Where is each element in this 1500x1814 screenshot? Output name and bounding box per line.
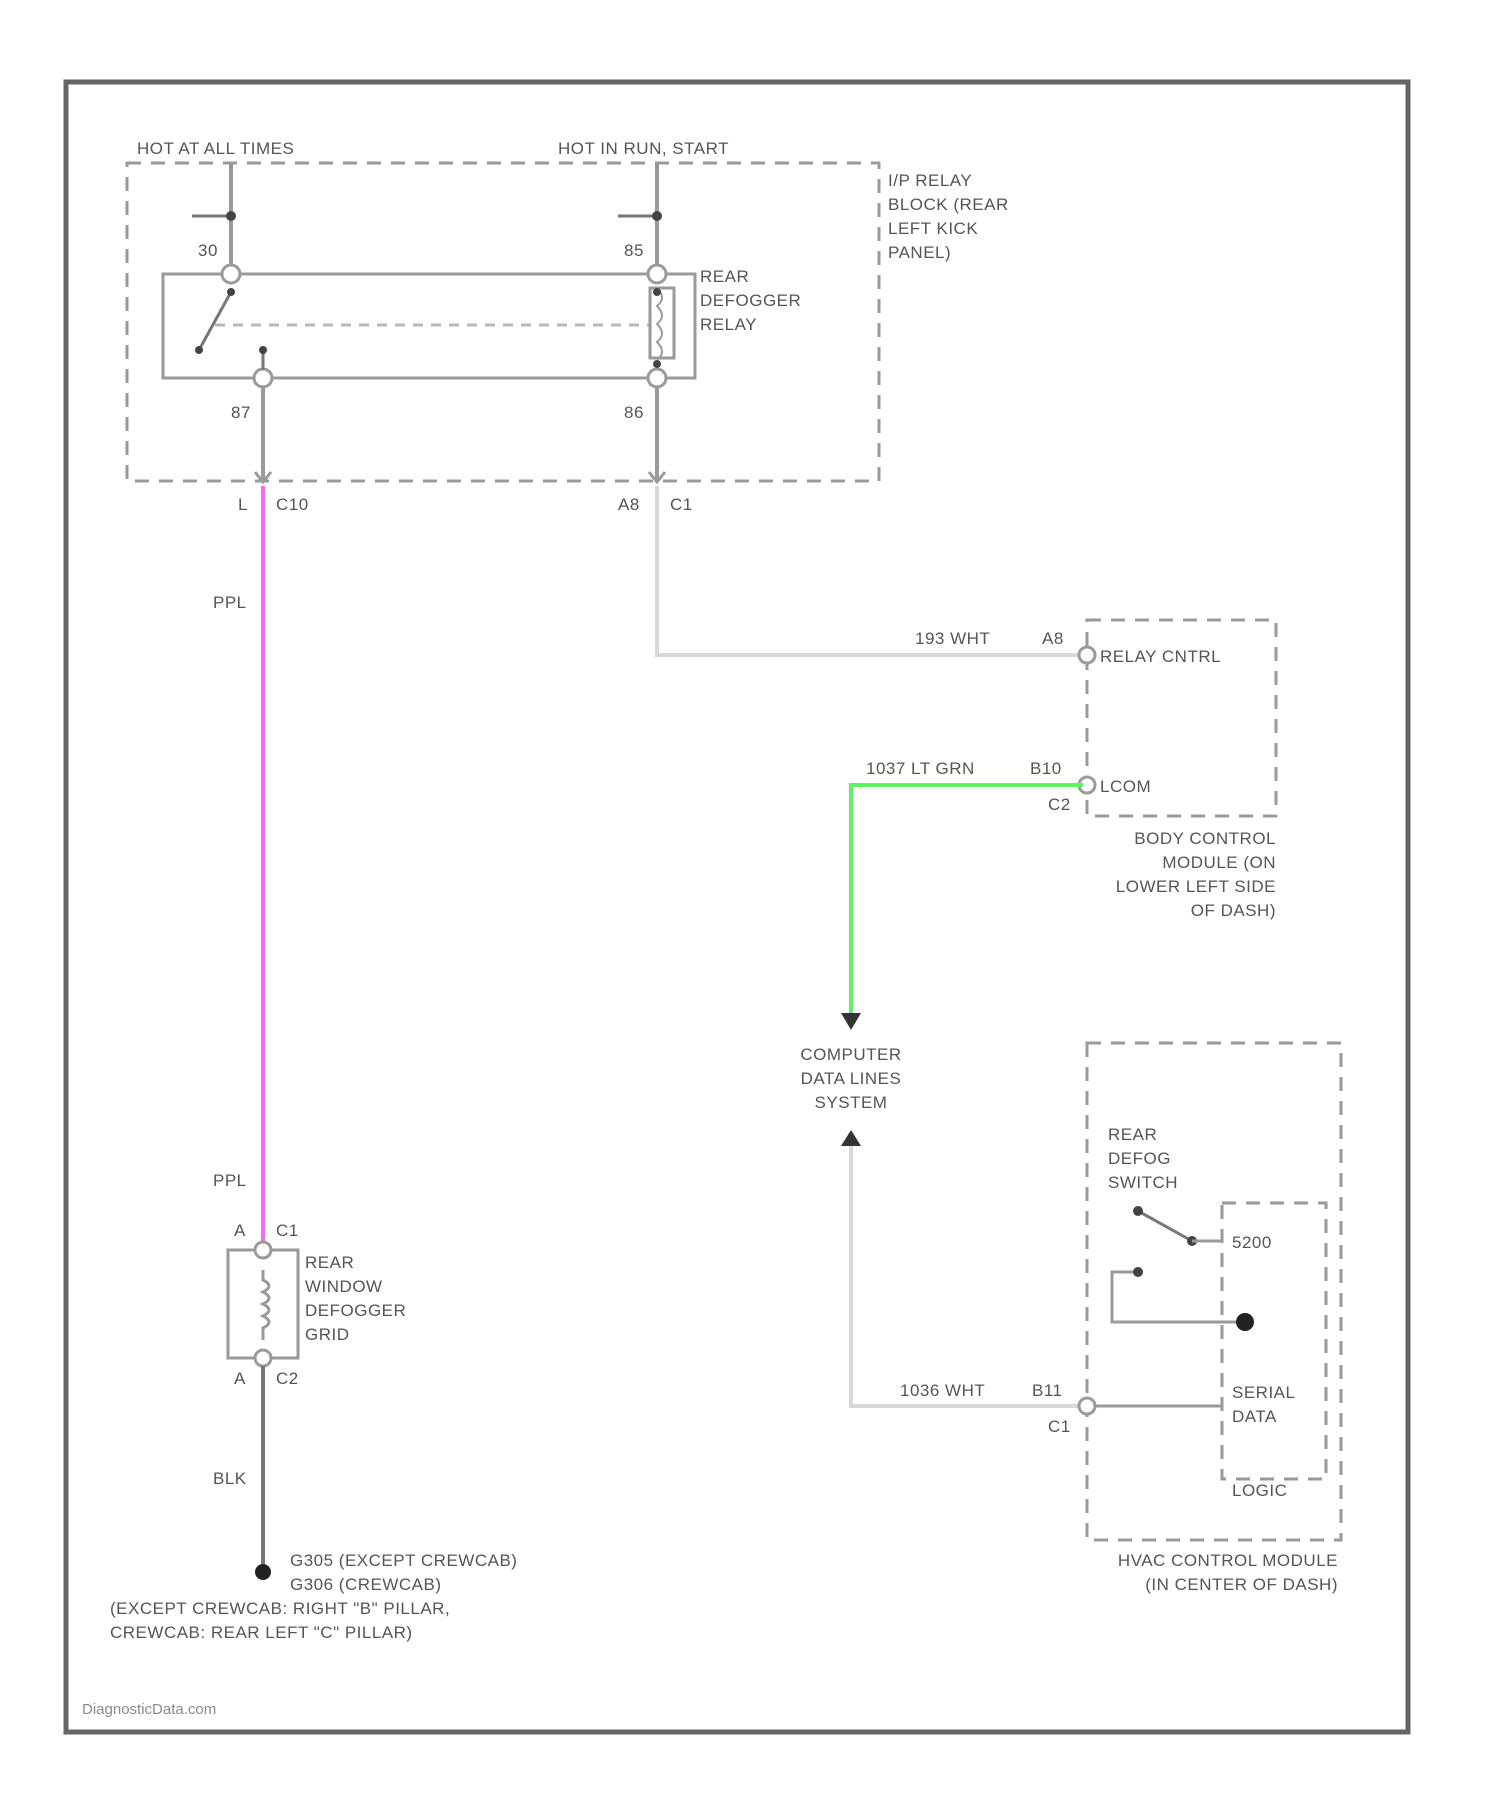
serial-data-label-1: SERIAL bbox=[1232, 1383, 1295, 1402]
conn-right-pin: A8 bbox=[618, 495, 640, 514]
lt-grn-pin: B10 bbox=[1030, 759, 1062, 778]
blk-wire-label: BLK bbox=[213, 1469, 247, 1488]
switch-pin-label: 5200 bbox=[1232, 1233, 1272, 1252]
grid-pin-a-bottom: A bbox=[234, 1369, 246, 1388]
svg-text:DEFOGGER: DEFOGGER bbox=[305, 1301, 406, 1320]
hvac-control-module-outline bbox=[1087, 1043, 1341, 1540]
body-control-module-label: BODY CONTROL MODULE (ON LOWER LEFT SIDE … bbox=[1116, 829, 1276, 920]
bcm-lcom-label: LCOM bbox=[1100, 777, 1151, 796]
ground-label: G305 (EXCEPT CREWCAB) G306 (CREWCAB) (EX… bbox=[110, 1551, 517, 1642]
svg-text:COMPUTER: COMPUTER bbox=[800, 1045, 901, 1064]
svg-text:OF DASH): OF DASH) bbox=[1191, 901, 1276, 920]
rear-window-defogger-grid-label: REAR WINDOW DEFOGGER GRID bbox=[305, 1253, 406, 1344]
rear-defogger-relay-label: REAR DEFOGGER RELAY bbox=[700, 267, 801, 334]
svg-text:I/P RELAY: I/P RELAY bbox=[888, 171, 972, 190]
ppl-wire-label-top: PPL bbox=[213, 593, 247, 612]
serial-data-label-2: DATA bbox=[1232, 1407, 1277, 1426]
svg-text:GRID: GRID bbox=[305, 1325, 350, 1344]
hot-in-run-start-label: HOT IN RUN, START bbox=[558, 139, 729, 158]
serial-connector: C1 bbox=[1048, 1417, 1071, 1436]
relay-control-wire-label: 193 WHT bbox=[915, 629, 990, 648]
relay-switch-arm bbox=[199, 292, 231, 350]
grid-connector-bottom: C2 bbox=[276, 1369, 299, 1388]
svg-text:MODULE (ON: MODULE (ON bbox=[1162, 853, 1276, 872]
relay-pin-87: 87 bbox=[231, 403, 251, 422]
rear-defog-switch-arm bbox=[1138, 1211, 1192, 1241]
logic-label: LOGIC bbox=[1232, 1481, 1287, 1500]
ppl-wire-label-bottom: PPL bbox=[213, 1171, 247, 1190]
serial-data-wire bbox=[851, 1146, 1083, 1406]
grid-element-icon bbox=[263, 1270, 269, 1340]
grid-pin-a-top: A bbox=[234, 1221, 246, 1240]
svg-text:BLOCK (REAR: BLOCK (REAR bbox=[888, 195, 1009, 214]
svg-text:LOWER LEFT SIDE: LOWER LEFT SIDE bbox=[1116, 877, 1276, 896]
relay-terminal-86 bbox=[648, 369, 666, 387]
ground-point-icon bbox=[255, 1564, 271, 1580]
svg-text:REAR: REAR bbox=[305, 1253, 354, 1272]
svg-text:WINDOW: WINDOW bbox=[305, 1277, 383, 1296]
bcm-relay-control-label: RELAY CNTRL bbox=[1100, 647, 1221, 666]
svg-text:BODY CONTROL: BODY CONTROL bbox=[1134, 829, 1276, 848]
relay-control-pin: A8 bbox=[1042, 629, 1064, 648]
relay-block-label: I/P RELAY BLOCK (REAR LEFT KICK PANEL) bbox=[888, 171, 1009, 262]
svg-text:G305 (EXCEPT CREWCAB): G305 (EXCEPT CREWCAB) bbox=[290, 1551, 517, 1570]
svg-text:G306 (CREWCAB): G306 (CREWCAB) bbox=[290, 1575, 442, 1594]
svg-text:SYSTEM: SYSTEM bbox=[815, 1093, 888, 1112]
logic-node bbox=[1236, 1313, 1254, 1331]
svg-text:PANEL): PANEL) bbox=[888, 243, 951, 262]
svg-text:(IN CENTER OF DASH): (IN CENTER OF DASH) bbox=[1145, 1575, 1338, 1594]
serial-pin: B11 bbox=[1032, 1381, 1063, 1400]
svg-text:CREWCAB: REAR LEFT "C" PILLAR): CREWCAB: REAR LEFT "C" PILLAR) bbox=[110, 1623, 413, 1642]
relay-pin-30: 30 bbox=[198, 241, 218, 260]
grid-connector-top: C1 bbox=[276, 1221, 299, 1240]
svg-text:SWITCH: SWITCH bbox=[1108, 1173, 1178, 1192]
relay-terminal-87 bbox=[254, 369, 272, 387]
svg-text:DATA LINES: DATA LINES bbox=[801, 1069, 902, 1088]
conn-left-pin: L bbox=[238, 495, 248, 514]
serial-wire-label: 1036 WHT bbox=[900, 1381, 985, 1400]
svg-text:(EXCEPT CREWCAB: RIGHT "B" PIL: (EXCEPT CREWCAB: RIGHT "B" PILLAR, bbox=[110, 1599, 450, 1618]
lt-grn-wire bbox=[851, 785, 1083, 1015]
conn-right-id: C1 bbox=[670, 495, 693, 514]
computer-data-lines-label: COMPUTER DATA LINES SYSTEM bbox=[800, 1045, 901, 1112]
feed-tap-left-dot bbox=[226, 211, 236, 221]
relay-terminal-30 bbox=[222, 265, 240, 283]
relay-terminal-85 bbox=[648, 265, 666, 283]
serial-arrow bbox=[841, 1130, 861, 1146]
lt-grn-arrow bbox=[841, 1013, 861, 1030]
svg-text:DEFOGGER: DEFOGGER bbox=[700, 291, 801, 310]
svg-text:HVAC CONTROL MODULE: HVAC CONTROL MODULE bbox=[1118, 1551, 1338, 1570]
svg-text:REAR: REAR bbox=[1108, 1125, 1157, 1144]
svg-text:LEFT KICK: LEFT KICK bbox=[888, 219, 978, 238]
lt-grn-wire-label: 1037 LT GRN bbox=[866, 759, 975, 778]
watermark: DiagnosticData.com bbox=[82, 1701, 216, 1718]
relay-pin-85: 85 bbox=[624, 241, 644, 260]
relay-block-outline bbox=[127, 163, 879, 481]
hvac-control-module-label: HVAC CONTROL MODULE (IN CENTER OF DASH) bbox=[1118, 1551, 1338, 1594]
relay-pin-86: 86 bbox=[624, 403, 644, 422]
svg-text:RELAY: RELAY bbox=[700, 315, 757, 334]
feed-tap-right-dot bbox=[652, 211, 662, 221]
svg-text:DEFOG: DEFOG bbox=[1108, 1149, 1171, 1168]
lt-grn-connector: C2 bbox=[1048, 795, 1071, 814]
relay-control-wire bbox=[657, 486, 1083, 655]
hot-at-all-times-label: HOT AT ALL TIMES bbox=[137, 139, 294, 158]
rear-defog-switch-label: REAR DEFOG SWITCH bbox=[1108, 1125, 1178, 1192]
conn-left-id: C10 bbox=[276, 495, 309, 514]
svg-text:REAR: REAR bbox=[700, 267, 749, 286]
